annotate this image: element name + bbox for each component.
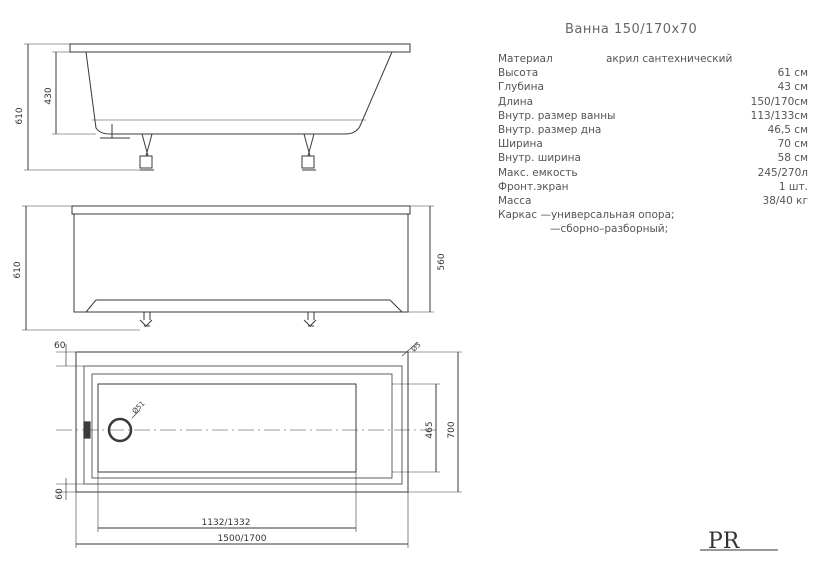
spec-value: 58 см: [777, 152, 808, 165]
spec-value: 70 см: [777, 138, 808, 151]
spec-row: Внутр. размер ванны 113/133см: [498, 109, 808, 123]
frame-line-2: —сборно–разборный;: [550, 223, 669, 235]
dim-top-offset: 60: [54, 341, 66, 351]
dim-front-height: 610: [13, 261, 23, 278]
front-view-rim: [71, 205, 411, 215]
spec-row: Масса 38/40 кг: [498, 194, 808, 208]
dim-inner-length: 1132/1332: [202, 518, 251, 528]
dim-side-depth: 430: [44, 87, 54, 104]
spec-value: 1 шт.: [778, 180, 808, 193]
spec-value: 245/270л: [757, 166, 808, 179]
spec-label: Длина: [498, 95, 534, 108]
top-view-outer: [75, 351, 409, 493]
spec-label: Фронт.экран: [498, 180, 569, 193]
spec-label: Макс. емкость: [498, 166, 578, 179]
spec-value: 38/40 кг: [762, 194, 808, 207]
front-view-panel: [73, 213, 409, 313]
spec-value: 61 см: [777, 67, 808, 80]
spec-row: Высота 61 см: [498, 66, 808, 80]
spec-row: Длина 150/170см: [498, 95, 808, 109]
spec-label: Внутр. ширина: [498, 152, 581, 165]
frame-line-1: Каркас —универсальная опора;: [498, 209, 675, 221]
spec-label: Высота: [498, 67, 539, 80]
spec-row: Фронт.экран 1 шт.: [498, 180, 808, 194]
spec-row: Ширина 70 см: [498, 137, 808, 151]
dim-front-inner: 560: [437, 253, 447, 270]
dim-bottom-offset: 60: [55, 488, 65, 500]
spec-row: Материал акрил сантехнический: [498, 52, 808, 66]
spec-value: 46,5 см: [767, 123, 808, 136]
spec-label: Глубина: [498, 81, 544, 94]
spec-value: 43 см: [777, 81, 808, 94]
brand-logo: PR: [700, 520, 780, 558]
top-view: [56, 341, 462, 548]
product-title: Ванна 150/170х70: [565, 22, 698, 37]
spec-row: Глубина 43 см: [498, 80, 808, 94]
side-view: [24, 43, 411, 171]
spec-value: акрил сантехнический: [606, 53, 733, 65]
side-view-rim: [69, 43, 411, 53]
spec-row: Внутр. ширина 58 см: [498, 151, 808, 165]
top-view-bottom: [97, 383, 357, 473]
spec-row: Макс. емкость 245/270л: [498, 166, 808, 180]
dim-inner-width: 465: [425, 421, 435, 438]
spec-label: Ширина: [498, 138, 543, 151]
front-view: [22, 205, 434, 331]
dim-length: 1500/1700: [218, 534, 267, 544]
frame-description: Каркас —универсальная опора; —сборно–раз…: [498, 208, 675, 236]
spec-value: 113/133см: [750, 109, 808, 122]
spec-label: Материал: [498, 53, 553, 65]
spec-value: 150/170см: [750, 95, 808, 108]
spec-label: Масса: [498, 194, 532, 207]
spec-label: Внутр. размер ванны: [498, 109, 616, 122]
spec-row: Внутр. размер дна 46,5 см: [498, 123, 808, 137]
dim-side-height: 610: [15, 107, 25, 124]
dim-drain: Ø51: [131, 400, 147, 416]
dim-width: 700: [447, 421, 457, 438]
spec-label: Внутр. размер дна: [498, 123, 602, 136]
dim-overflow: Ø5: [410, 341, 423, 354]
side-view-body: [85, 51, 393, 135]
